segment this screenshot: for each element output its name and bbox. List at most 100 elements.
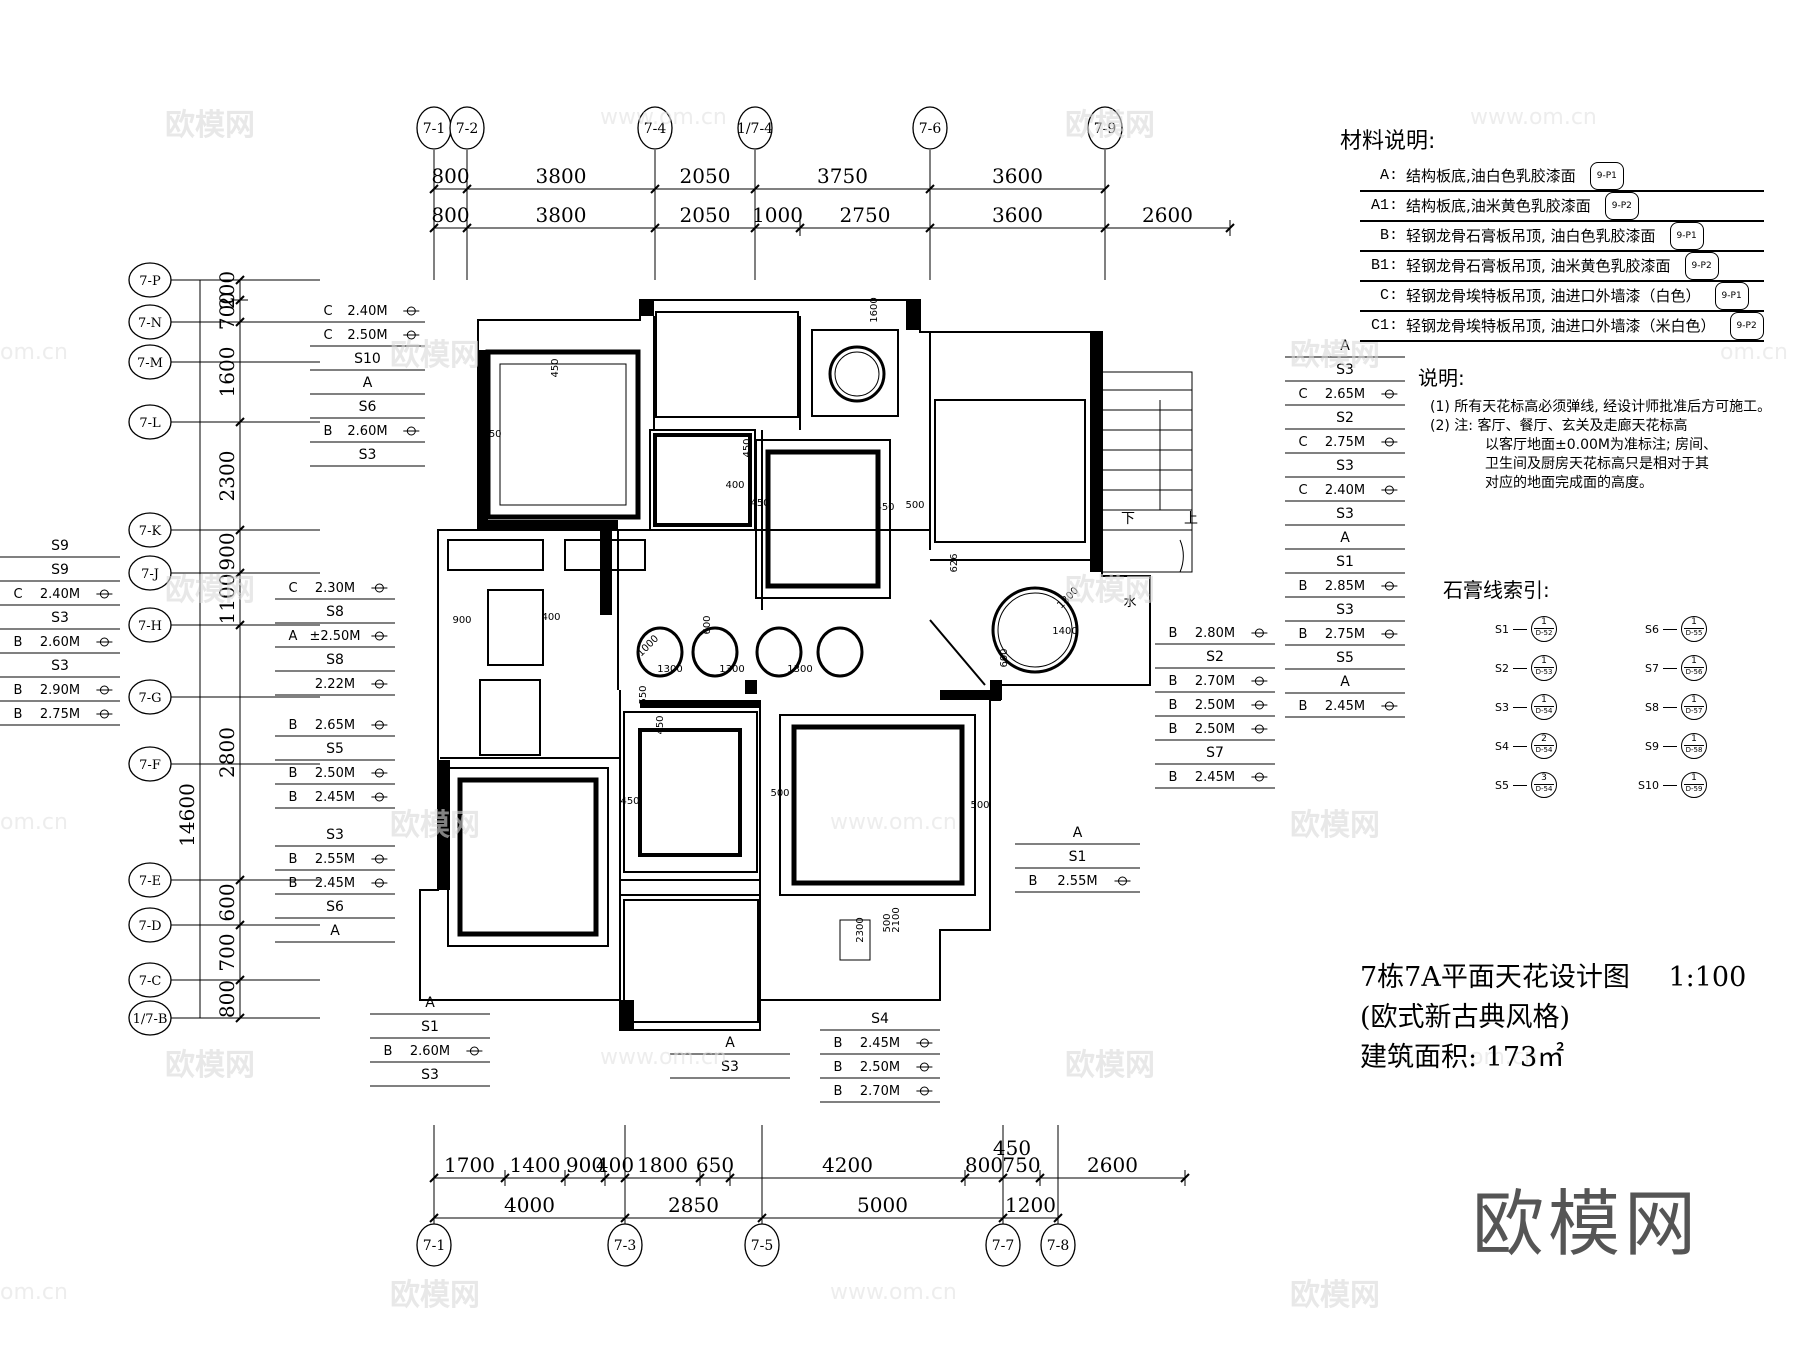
tag-label: A — [330, 923, 340, 939]
dimension-slash — [960, 1173, 970, 1183]
tag-label: S5 — [1336, 650, 1354, 666]
tag-height-value: 2.45M — [1195, 770, 1235, 785]
grid-bubble — [607, 1223, 643, 1267]
grid-label: 7-2 — [456, 121, 479, 137]
dimension-value: 1400 — [510, 1153, 561, 1177]
room-dimension: 1300 — [657, 664, 682, 675]
tag-height-value: 2.80M — [1195, 626, 1235, 641]
tag-material-code: B — [289, 766, 298, 781]
dimension-slash — [725, 1173, 735, 1183]
dimension-value: 900 — [215, 532, 239, 570]
dimension-slash — [600, 1173, 610, 1183]
room-dimension: 1000 — [635, 633, 661, 659]
material-description: 轻钢龙骨石膏板吊顶, 油白色乳胶漆面 — [1406, 227, 1656, 245]
grid-label: 7-K — [139, 524, 162, 539]
dimension-value: 2600 — [1142, 203, 1193, 227]
room-dimension: 1300 — [719, 664, 744, 675]
tag-label: S6 — [326, 899, 344, 915]
molding-leader-line — [1663, 667, 1677, 669]
drawing-area: 建筑面积: 173㎡ — [1360, 1042, 1565, 1073]
grid-label: 7-1 — [423, 121, 446, 137]
wall-structure — [419, 299, 1193, 1031]
tag-label: S3 — [51, 658, 69, 674]
molding-leader-line — [1663, 745, 1677, 747]
dimension-value: 2800 — [215, 727, 239, 778]
room-dimension: 500 — [770, 788, 789, 799]
grid-label: 1/7-4 — [737, 121, 773, 137]
note-line: (1) 所有天花标高必须弹线, 经设计师批准后方可施工。 — [1430, 399, 1772, 415]
room-dimension: 450 — [875, 502, 894, 513]
drawing-scale: 1:100 — [1668, 962, 1747, 993]
material-description: 轻钢龙骨石膏板吊顶, 油米黄色乳胶漆面 — [1406, 257, 1671, 275]
dimension-value: 900 — [566, 1153, 604, 1177]
tag-label: S10 — [354, 351, 381, 367]
tag-label: S5 — [326, 741, 344, 757]
material-code: A1: — [1370, 197, 1398, 214]
grid-label: 7-7 — [992, 1238, 1015, 1254]
tag-label: S4 — [871, 1011, 889, 1027]
molding-code: S5 — [1495, 778, 1509, 792]
room-dimension: 600 — [999, 648, 1010, 667]
grid-bubble — [128, 962, 172, 998]
tag-label: S8 — [326, 604, 344, 620]
tag-height-value: 2.70M — [860, 1084, 900, 1099]
materials-title: 材料说明: — [1340, 129, 1436, 154]
tag-material-code: C — [13, 587, 22, 602]
thick-walls — [438, 300, 1102, 1030]
material-code: A: — [1379, 167, 1398, 184]
tag-height-value: 2.50M — [860, 1060, 900, 1075]
grid-bubble — [128, 262, 172, 298]
room-dimension: 450 — [742, 438, 753, 457]
tag-height-value: 2.75M — [1325, 435, 1365, 450]
grid-label: 7-6 — [919, 121, 942, 137]
notes-body: (1) 所有天花标高必须弹线, 经设计师批准后方可施工。(2) 注: 客厅、餐厅… — [1430, 398, 1800, 493]
detail-number: 1 — [1691, 773, 1697, 783]
tag-material-code: C — [1298, 387, 1307, 402]
dimension-slash — [500, 1173, 510, 1183]
detail-number: 1 — [1541, 617, 1547, 627]
tag-label: S2 — [1206, 649, 1224, 665]
grid-bubble — [737, 106, 773, 150]
material-code: C: — [1379, 287, 1398, 304]
tag-material-code: B — [834, 1060, 843, 1075]
tag-material-code: B — [14, 707, 23, 722]
drawing-style: (欧式新古典风格) — [1360, 1002, 1571, 1033]
material-description: 结构板底,油米黄色乳胶漆面 — [1406, 197, 1591, 215]
dimension-value: 200 — [215, 271, 239, 309]
tag-height-value: 2.60M — [410, 1044, 450, 1059]
tag-height-value: 2.90M — [40, 683, 80, 698]
grid-label: 7-L — [139, 416, 161, 431]
tag-height-value: 2.55M — [1057, 874, 1097, 889]
dimension-value: 2600 — [1087, 1153, 1138, 1177]
dimension-value: 1000 — [752, 203, 803, 227]
tag-material-code: B — [384, 1044, 393, 1059]
tag-height-value: 2.45M — [860, 1036, 900, 1051]
tag-material-code: C — [288, 581, 297, 596]
molding-code: S7 — [1645, 661, 1659, 675]
grid-label: 7-3 — [614, 1238, 637, 1254]
dimension-value: 1600 — [215, 347, 239, 398]
tag-material-code: B — [1169, 674, 1178, 689]
grid-bubble — [128, 679, 172, 715]
detail-sheet: D-54 — [1535, 785, 1553, 793]
molding-leader-line — [1663, 628, 1677, 630]
detail-number: 1 — [1691, 617, 1697, 627]
room-dimension: 400 — [541, 612, 560, 623]
material-reference: 9-P2 — [1684, 252, 1719, 280]
stair-labels: 下上水 — [1121, 511, 1198, 610]
material-code: B: — [1379, 227, 1398, 244]
dimension-value: 1200 — [1005, 1193, 1056, 1217]
tag-label: S1 — [421, 1019, 439, 1035]
tag-height-value: 2.75M — [40, 707, 80, 722]
room-dimension: 450 — [655, 715, 666, 734]
